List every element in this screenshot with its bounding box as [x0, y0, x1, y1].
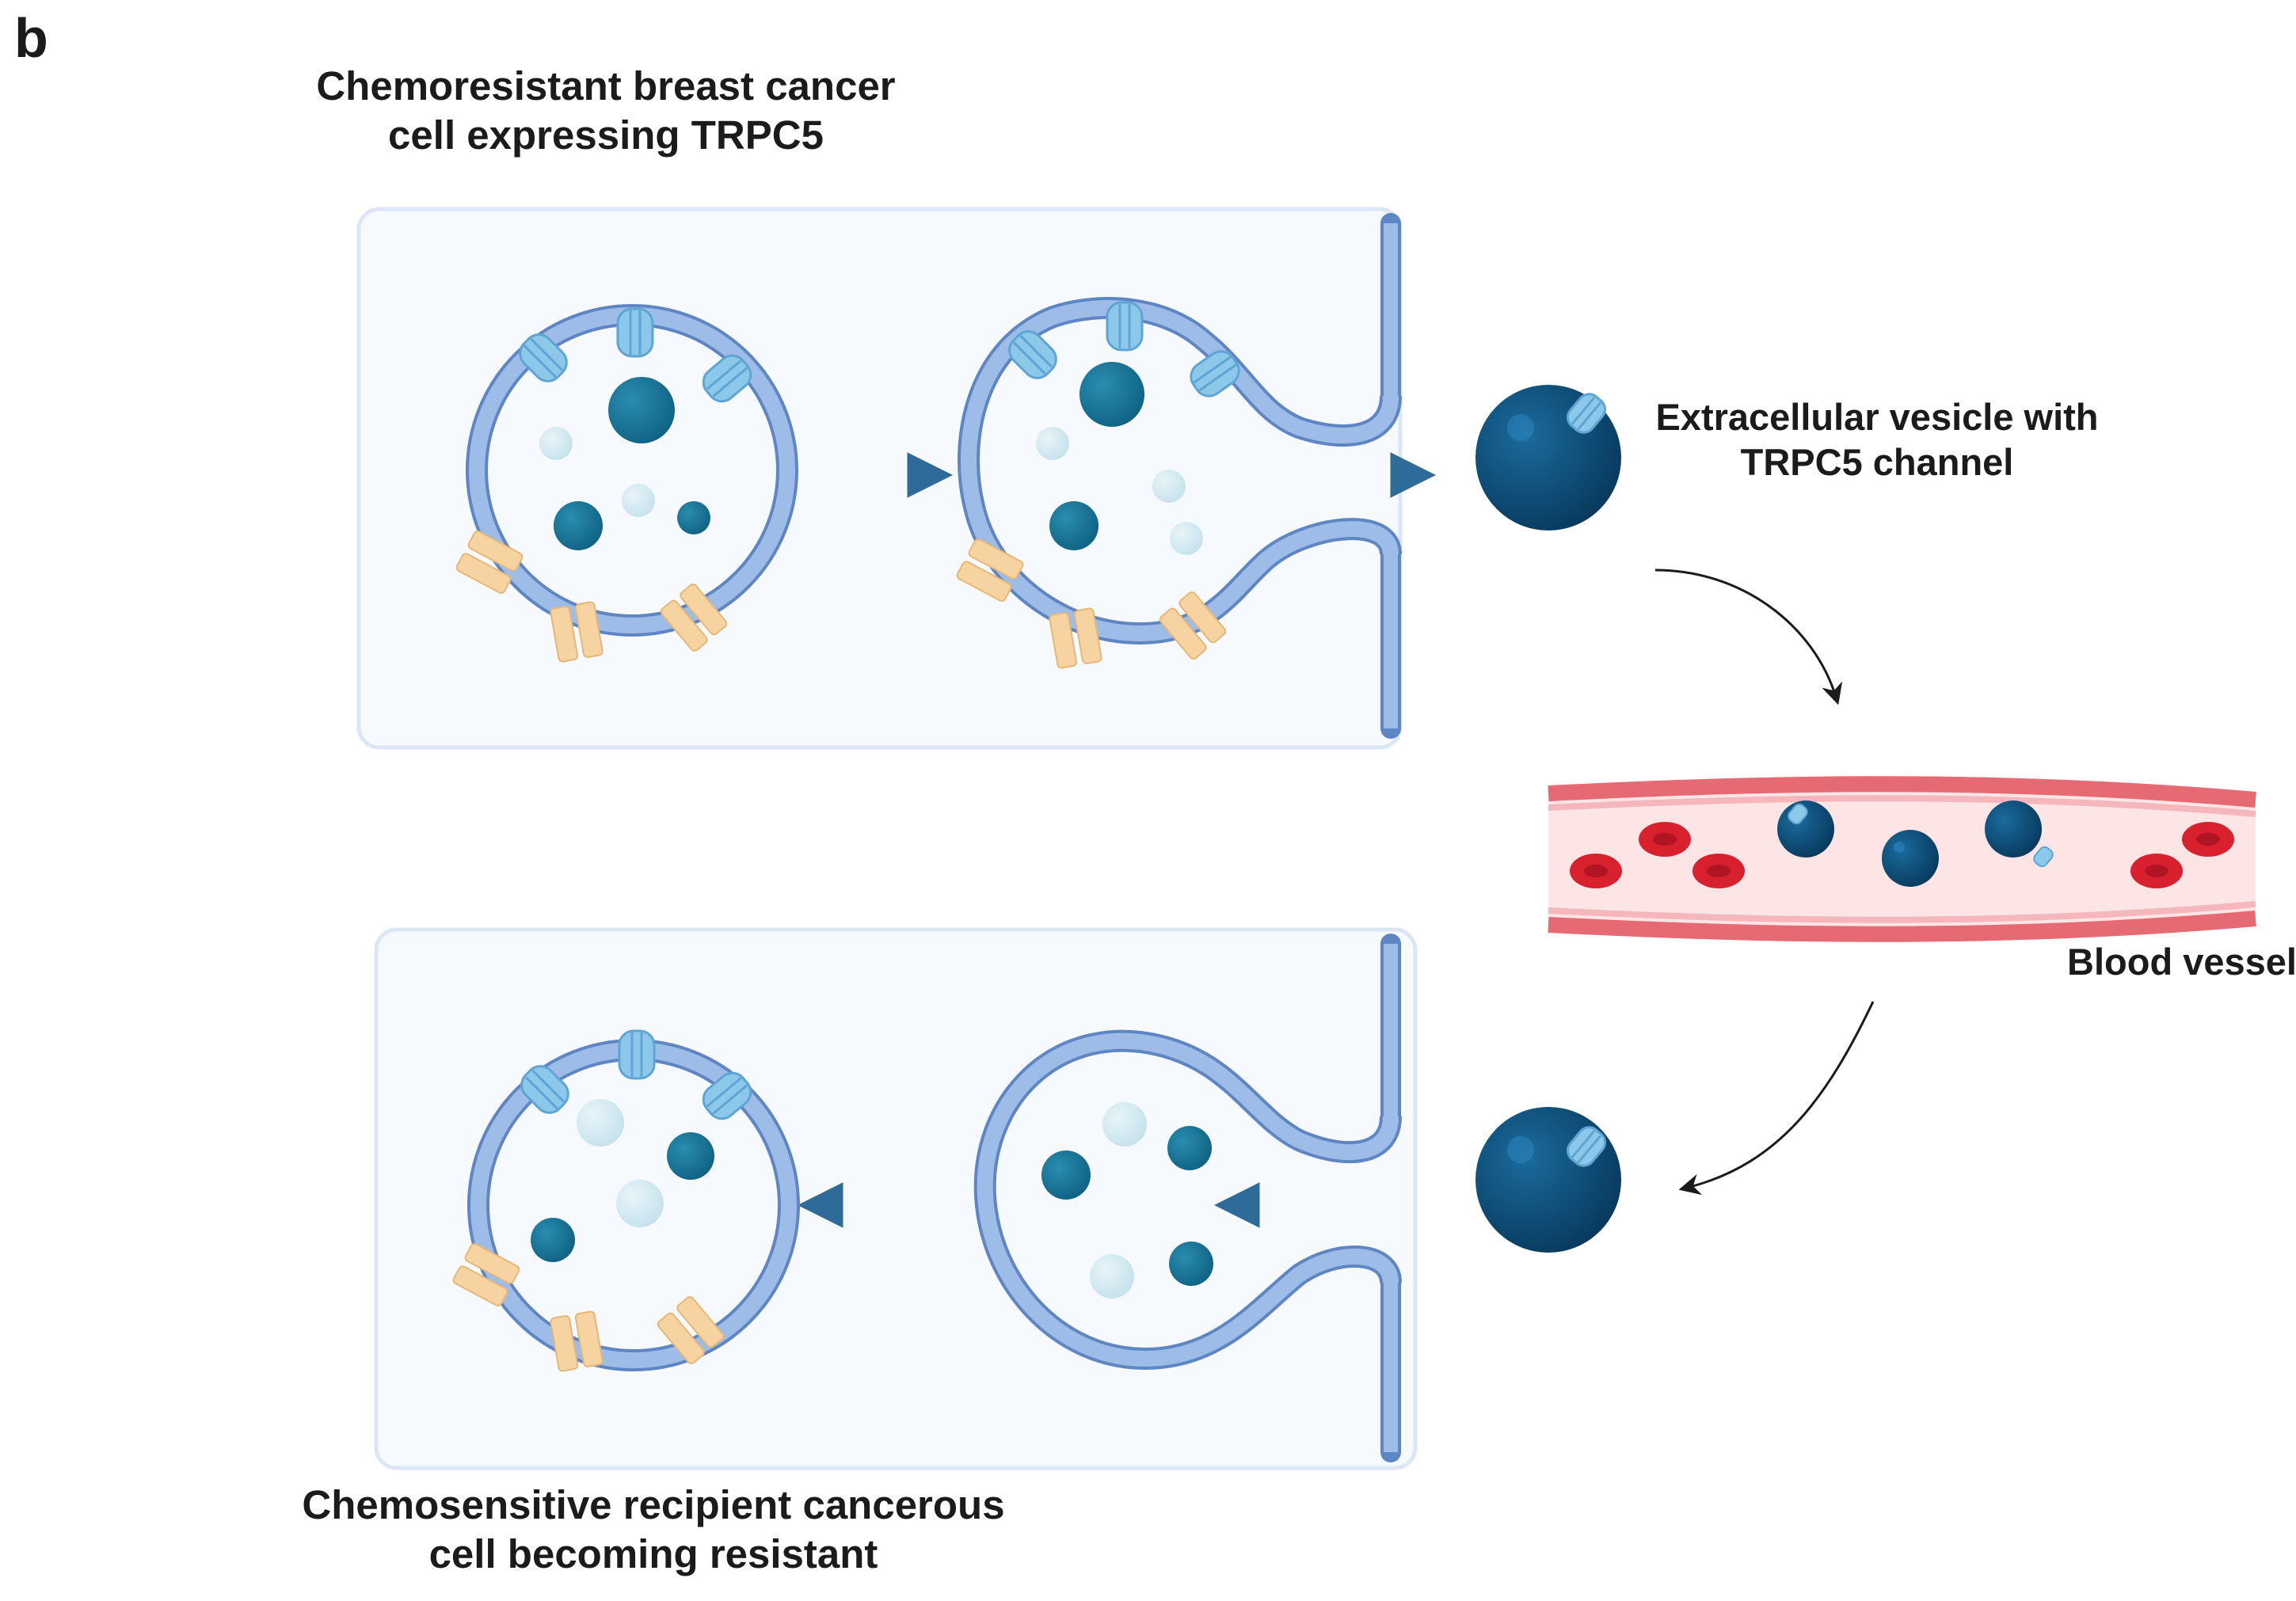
bottom-cell-label: Chemosensitive recipient cancerous cell … [261, 1481, 1045, 1579]
cargo-dark-icon [1049, 501, 1099, 550]
cargo-light-icon [1170, 522, 1203, 555]
blood-vessel [1548, 776, 2256, 942]
trpc5-channel-icon [618, 1029, 656, 1080]
panel-letter: b [14, 7, 48, 69]
extracellular-vesicle-icon [1985, 800, 2054, 868]
red-blood-cell-icon [2130, 854, 2183, 888]
blood-vessel-label: Blood vessel [2067, 941, 2296, 983]
red-blood-cell-icon [1639, 822, 1691, 857]
extracellular-vesicle-icon [1882, 830, 1939, 887]
cargo-light-icon [1102, 1102, 1147, 1147]
extracellular-vesicle-icon [1777, 800, 1834, 858]
cargo-light-icon [1152, 470, 1186, 503]
trpc5-channel-icon [1106, 301, 1144, 352]
multivesicular-body-1 [454, 304, 798, 664]
cargo-light-icon [1036, 427, 1069, 460]
vesicle-label-line-1: Extracellular vesicle with [1655, 396, 2099, 438]
vesicle-label: Extracellular vesicle with TRPC5 channel [1632, 394, 2123, 485]
red-blood-cell-icon [1692, 854, 1745, 888]
bottom-cell [374, 927, 1418, 1470]
top-cell-label-line-2: cell expressing TRPC5 [388, 112, 824, 158]
cargo-light-icon [539, 427, 573, 460]
cargo-dark-icon [677, 501, 710, 534]
curved-arrow-icon [1678, 1001, 1875, 1196]
cargo-dark-icon [1167, 1126, 1212, 1170]
extracellular-vesicle-icon [1475, 385, 1621, 530]
recipient-multivesicular-body [451, 1029, 800, 1373]
trpc5-channel-icon [616, 307, 654, 358]
cargo-dark-icon [531, 1218, 575, 1262]
cargo-light-icon [577, 1099, 624, 1147]
top-cell-label: Chemoresistant breast cancer cell expres… [261, 62, 950, 160]
red-blood-cell-icon [1570, 854, 1622, 888]
extracellular-vesicle-icon [1475, 1107, 1621, 1253]
curved-arrow-icon [1654, 569, 1843, 705]
cargo-dark-icon [1169, 1242, 1213, 1286]
bottom-cell-label-line-2: cell becoming resistant [428, 1531, 878, 1577]
cargo-light-icon [1090, 1254, 1134, 1299]
cargo-light-icon [622, 484, 655, 517]
cargo-light-icon [616, 1180, 664, 1227]
cargo-dark-icon [554, 501, 603, 550]
cargo-dark-icon [608, 377, 675, 443]
cargo-dark-icon [1079, 362, 1144, 427]
red-blood-cell-icon [2182, 822, 2234, 857]
cargo-dark-icon [1041, 1150, 1091, 1200]
top-cell [356, 207, 1403, 750]
vesicle-label-line-2: TRPC5 channel [1740, 441, 2014, 484]
top-cell-label-line-1: Chemoresistant breast cancer [316, 63, 896, 108]
bottom-cell-label-line-1: Chemosensitive recipient cancerous [302, 1482, 1005, 1527]
multivesicular-body-2-fusing [954, 297, 1402, 670]
cargo-dark-icon [667, 1132, 714, 1180]
endocytic-vesicle [973, 1029, 1402, 1371]
